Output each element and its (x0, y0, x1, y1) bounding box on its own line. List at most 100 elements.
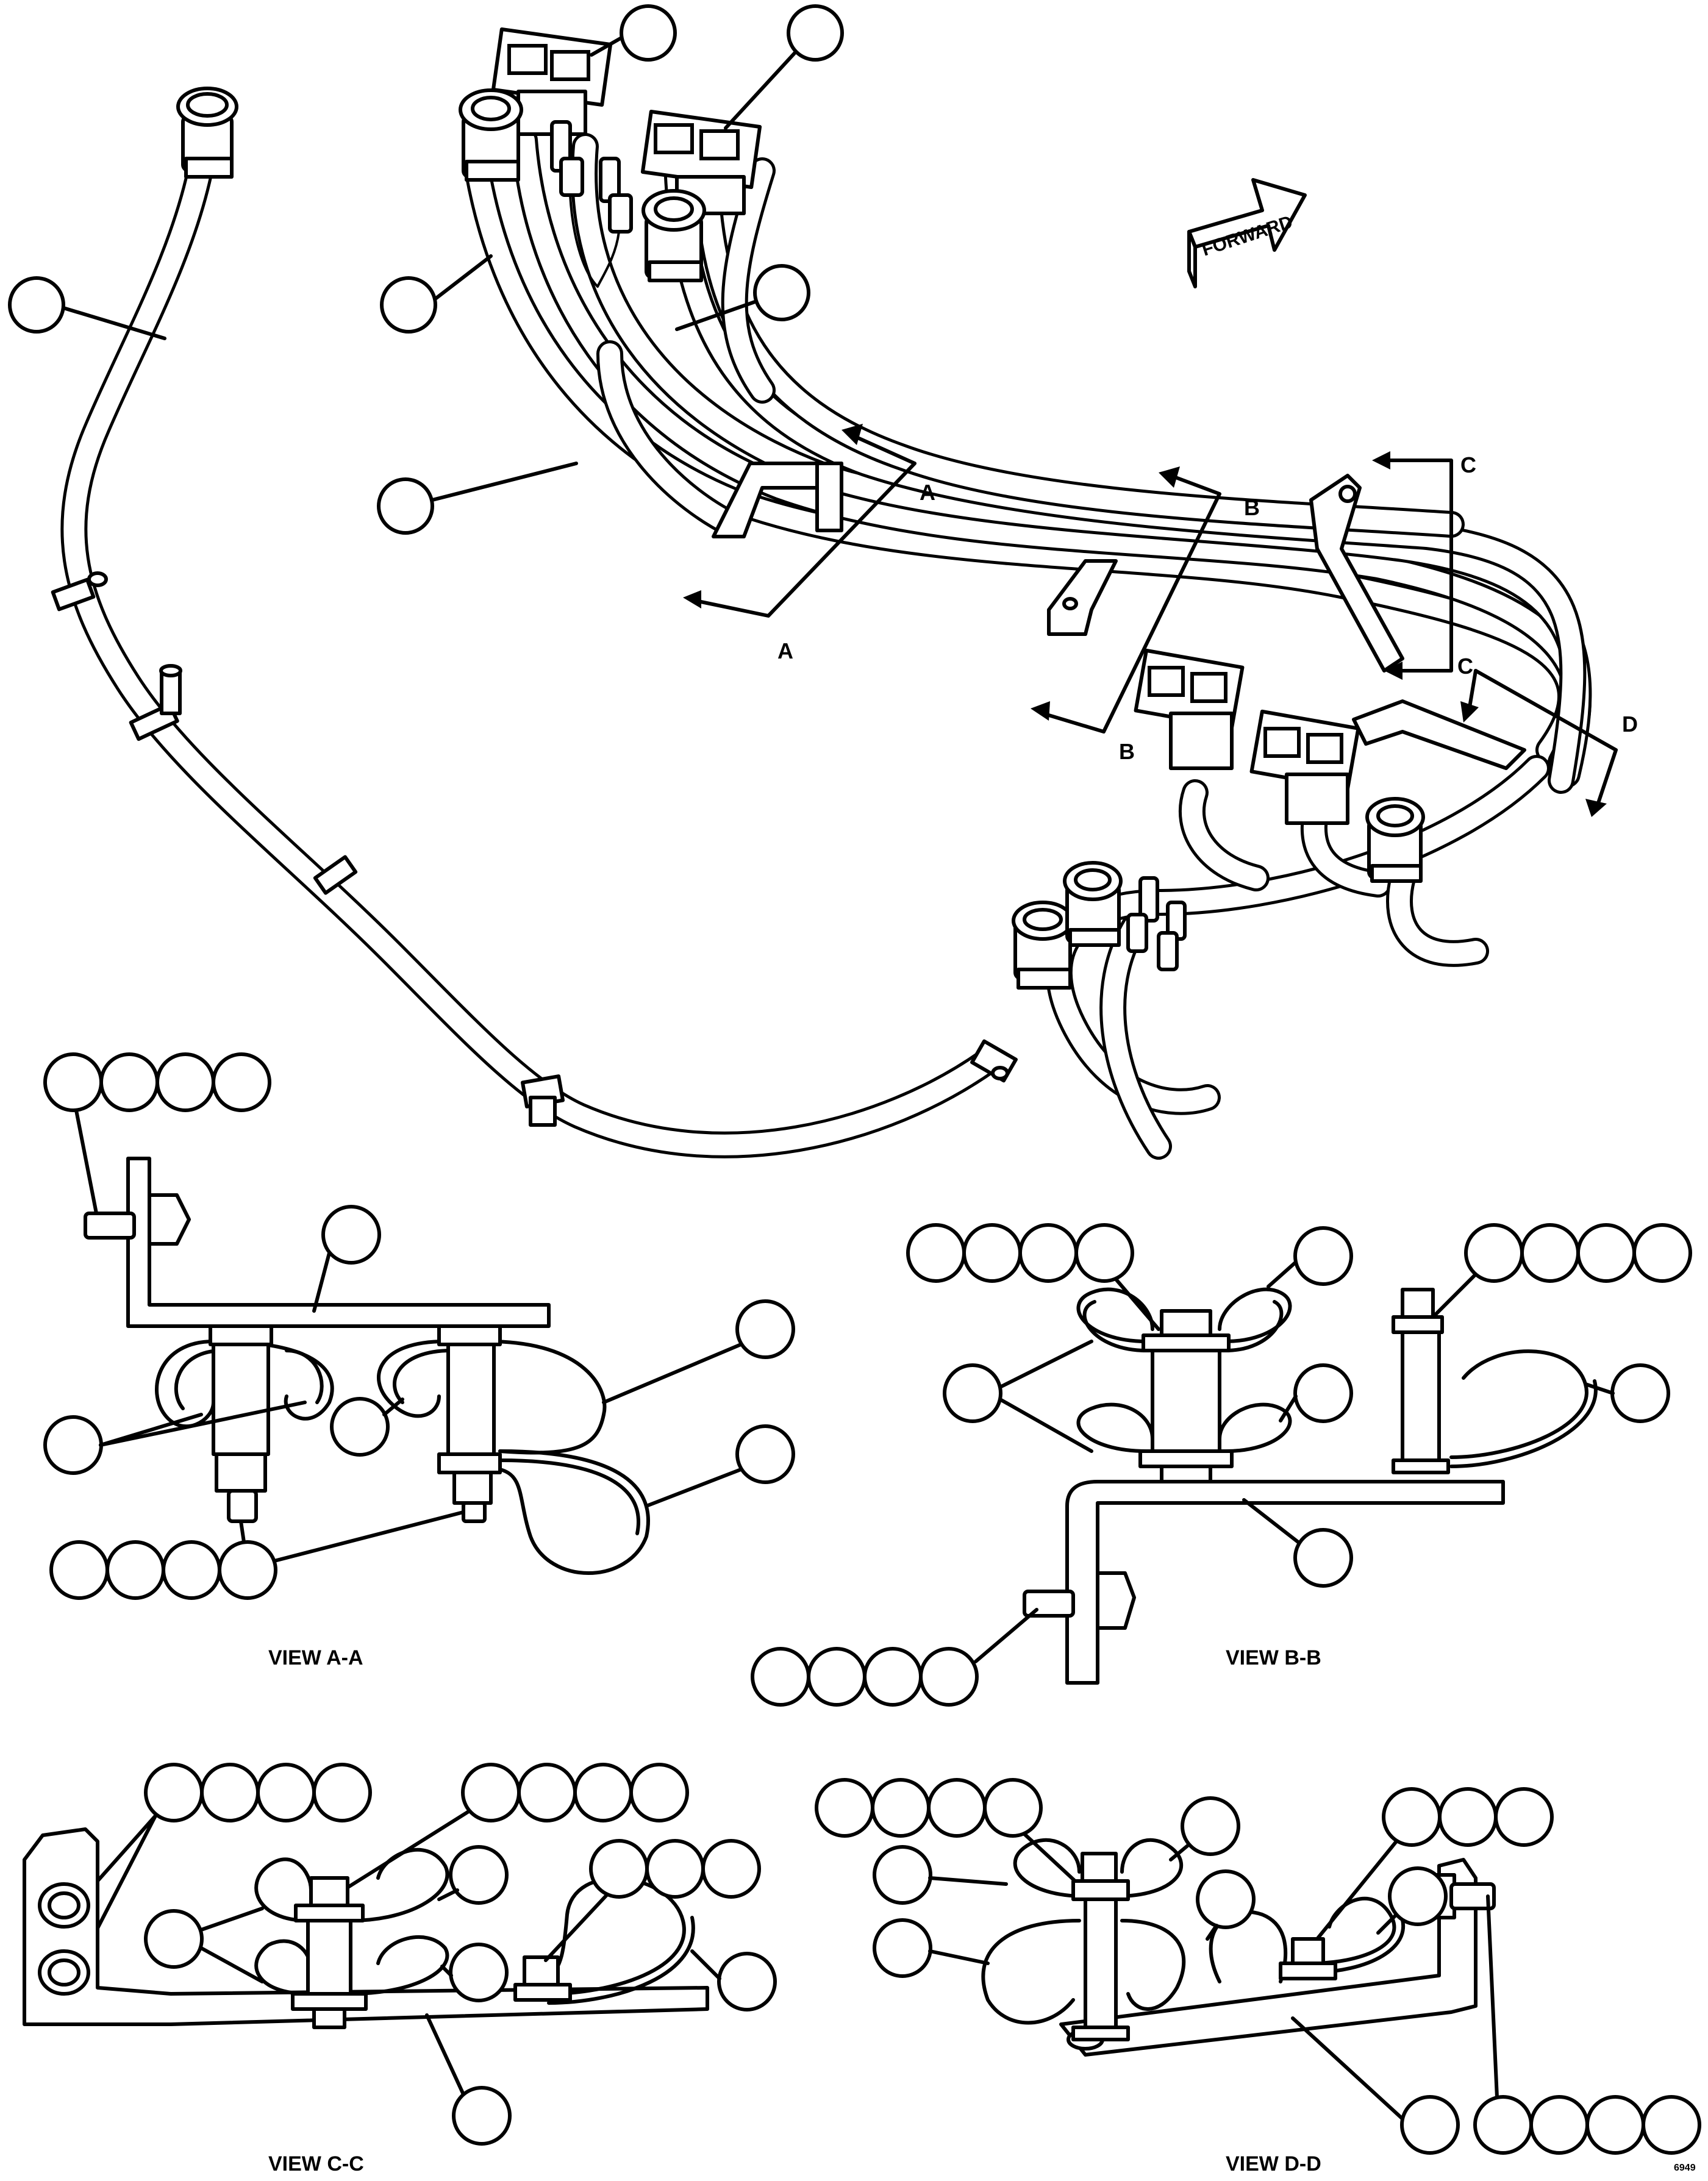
view-title-dd: VIEW D-D (1226, 2152, 1321, 2176)
callout-bubble (927, 1778, 987, 1838)
callout-bubble (200, 1763, 260, 1822)
callout-bubble (449, 1845, 509, 1905)
callout-bubble (1382, 1787, 1442, 1847)
callout-bubble (787, 4, 844, 62)
callout-bubble (735, 1424, 795, 1484)
flat-bracket (23, 1827, 709, 2026)
mounting-bracket (1352, 699, 1526, 770)
callout-bubble (717, 1952, 777, 2011)
callout-bubble (330, 1397, 390, 1457)
callout-bubble (983, 1778, 1043, 1838)
pin-connector (550, 120, 633, 288)
callout-bubble (1388, 1866, 1448, 1926)
callout-bubble (906, 1223, 966, 1283)
callout-bubble (162, 1540, 221, 1600)
main-trunk-bundle (462, 127, 1592, 1160)
section-line-b (1031, 466, 1221, 734)
section-letter-b: B (1119, 739, 1135, 764)
callout-bubble (735, 1299, 795, 1359)
callout-bubble (807, 1647, 867, 1707)
callout-bubble (43, 1415, 103, 1475)
cable-clamp (970, 1039, 1018, 1083)
view-title-aa: VIEW A-A (268, 1646, 363, 1669)
mounting-bracket (1309, 474, 1404, 673)
callout-bubble (620, 4, 677, 62)
callout-bubble (1464, 1223, 1524, 1283)
loop-clamp (254, 1847, 449, 1996)
harness-assembly: A A B B C C D FORWARD (8, 4, 1638, 1160)
callout-bubble (1576, 1223, 1636, 1283)
angle-bracket (1023, 1480, 1505, 1685)
mounting-bolt (513, 1955, 572, 2002)
callout-bubble (751, 1647, 810, 1707)
callout-bubble (943, 1363, 1002, 1423)
circular-connector (459, 88, 523, 182)
view-b-b: VIEW B-B (751, 1223, 1692, 1707)
cable-clamp (129, 664, 182, 741)
angle-bracket (84, 1157, 551, 1328)
callout-bubble (144, 1763, 204, 1822)
callout-bubble (1585, 2095, 1645, 2155)
callout-bubble (589, 1839, 649, 1899)
callout-bubble (8, 276, 65, 334)
mounting-bolt (209, 1324, 273, 1523)
callout-bubble (1438, 1787, 1498, 1847)
loop-clamp (1076, 1287, 1292, 1453)
callout-bubble (1520, 1223, 1580, 1283)
view-title-cc: VIEW C-C (268, 2152, 364, 2176)
circular-connector (1365, 797, 1425, 883)
loop-clamp (377, 1340, 650, 1575)
callout-bubble (155, 1052, 215, 1112)
section-letter-c: C (1457, 654, 1473, 679)
cable-clamp (51, 571, 108, 612)
view-title-bb: VIEW B-B (1226, 1646, 1321, 1669)
callout-bubble (461, 1763, 521, 1822)
callout-bubble (1632, 1223, 1692, 1283)
callout-bubble (871, 1778, 931, 1838)
rectangular-connector (1134, 648, 1245, 770)
section-letter-a: A (777, 638, 793, 663)
callout-bubble (312, 1763, 372, 1822)
cable-clamp (520, 1074, 565, 1127)
callout-bubble (962, 1223, 1022, 1283)
callout-bubble (218, 1540, 277, 1600)
section-letter-d: D (1622, 712, 1638, 737)
callout-bubble (1400, 2095, 1460, 2155)
circular-connector (641, 189, 706, 282)
callout-bubbles-main (8, 4, 844, 535)
section-line-a (683, 424, 917, 618)
circular-connector (176, 87, 238, 179)
mounting-bolt (1071, 1852, 1130, 2041)
section-letter-b: B (1244, 495, 1260, 520)
mounting-bolt (437, 1324, 502, 1523)
callout-bubble (105, 1540, 165, 1600)
mounting-bracket (1047, 559, 1118, 636)
loop-clamp (1449, 1349, 1598, 1468)
callout-bubble (645, 1839, 705, 1899)
callout-bubble (1293, 1226, 1353, 1286)
mounting-bolt (1392, 1288, 1450, 1474)
left-harness-branch (60, 151, 1001, 1158)
mounting-bolt (1279, 1937, 1337, 1980)
callout-bubble (701, 1839, 761, 1899)
callout-bubble (452, 2086, 512, 2146)
callout-bubble (1529, 2095, 1589, 2155)
sheet-code: 6949 (1674, 2163, 1696, 2173)
callout-bubble (1196, 1869, 1256, 1929)
callout-bubble (573, 1763, 633, 1822)
callout-bubble (1494, 1787, 1554, 1847)
view-d-d: VIEW D-D (815, 1778, 1701, 2176)
pin-connector (1126, 876, 1187, 971)
callout-bubble (629, 1763, 689, 1822)
callout-bubble (1473, 2095, 1533, 2155)
circular-connector (1063, 861, 1123, 947)
callout-bubble (873, 1845, 932, 1905)
callout-bubble (49, 1540, 109, 1600)
callout-bubble (380, 276, 437, 334)
callout-bubble (1642, 2095, 1701, 2155)
callout-bubble (1610, 1363, 1670, 1423)
callout-bubble (1018, 1223, 1078, 1283)
callout-bubble (43, 1052, 103, 1112)
callout-bubble (919, 1647, 979, 1707)
